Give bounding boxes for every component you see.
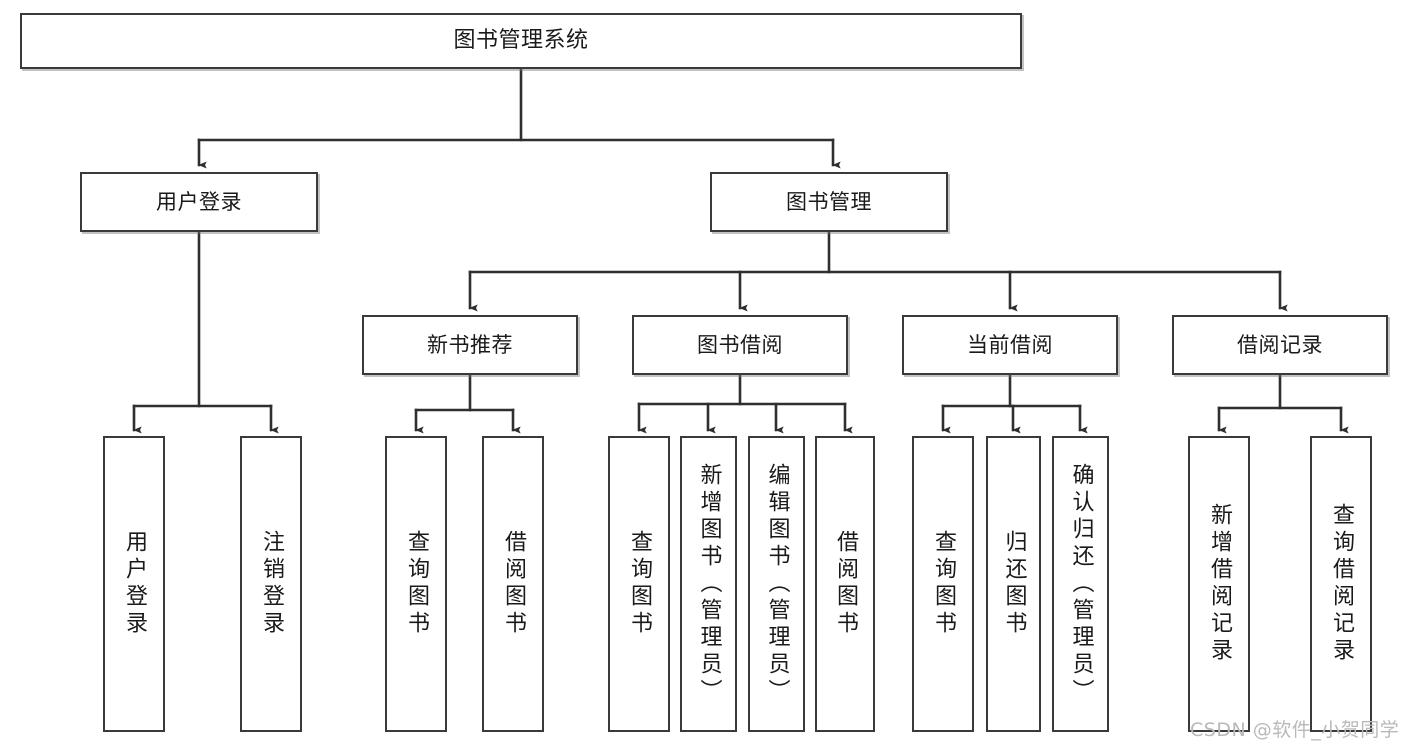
leaf-query-book-current-label: 查询图书 <box>931 530 956 638</box>
leaf-query-borrow-record-label: 查询借阅记录 <box>1329 503 1354 665</box>
leaf-edit-book-admin-label: 编辑图书（管理员） <box>764 462 790 706</box>
node-borrow-records-label: 借阅记录 <box>1237 332 1323 357</box>
leaf-add-borrow-record[interactable]: 新增借阅记录 <box>1188 436 1250 732</box>
leaf-confirm-return-admin[interactable]: 确认归还（管理员） <box>1052 436 1109 732</box>
node-user-login-label: 用户登录 <box>156 189 242 214</box>
leaf-user-login[interactable]: 用户登录 <box>103 436 165 732</box>
node-borrow-records[interactable]: 借阅记录 <box>1172 315 1388 375</box>
leaf-query-book[interactable]: 查询图书 <box>608 436 670 732</box>
node-book-management-label: 图书管理 <box>786 189 872 214</box>
leaf-borrow-book[interactable]: 借阅图书 <box>815 436 875 732</box>
node-root[interactable]: 图书管理系统 <box>20 13 1022 69</box>
leaf-logout[interactable]: 注销登录 <box>240 436 302 732</box>
leaf-query-borrow-record[interactable]: 查询借阅记录 <box>1310 436 1372 732</box>
node-current-borrow[interactable]: 当前借阅 <box>902 315 1118 375</box>
leaf-query-book-current[interactable]: 查询图书 <box>912 436 974 732</box>
node-book-borrow-label: 图书借阅 <box>697 332 783 357</box>
leaf-logout-label: 注销登录 <box>259 530 284 638</box>
leaf-user-login-label: 用户登录 <box>122 530 147 638</box>
node-user-login[interactable]: 用户登录 <box>80 172 318 232</box>
node-new-book-recommend-label: 新书推荐 <box>427 332 513 357</box>
leaf-confirm-return-admin-label: 确认归还（管理员） <box>1068 462 1094 706</box>
leaf-borrow-book-recommend-label: 借阅图书 <box>501 530 526 638</box>
node-current-borrow-label: 当前借阅 <box>967 332 1053 357</box>
leaf-return-book[interactable]: 归还图书 <box>986 436 1041 732</box>
csdn-watermark: CSDN @软件_小贺同学 <box>1190 719 1400 741</box>
leaf-add-book-admin[interactable]: 新增图书（管理员） <box>680 436 737 732</box>
leaf-query-book-recommend[interactable]: 查询图书 <box>385 436 447 732</box>
leaf-return-book-label: 归还图书 <box>1001 530 1027 638</box>
leaf-edit-book-admin[interactable]: 编辑图书（管理员） <box>748 436 805 732</box>
node-book-borrow[interactable]: 图书借阅 <box>632 315 848 375</box>
leaf-add-borrow-record-label: 新增借阅记录 <box>1207 503 1232 665</box>
leaf-query-book-recommend-label: 查询图书 <box>404 530 429 638</box>
node-root-label: 图书管理系统 <box>453 28 589 54</box>
node-new-book-recommend[interactable]: 新书推荐 <box>362 315 578 375</box>
leaf-borrow-book-recommend[interactable]: 借阅图书 <box>482 436 544 732</box>
leaf-borrow-book-label: 借阅图书 <box>833 530 858 638</box>
leaf-query-book-label: 查询图书 <box>627 530 652 638</box>
leaf-add-book-admin-label: 新增图书（管理员） <box>696 462 722 706</box>
node-book-management[interactable]: 图书管理 <box>710 172 948 232</box>
